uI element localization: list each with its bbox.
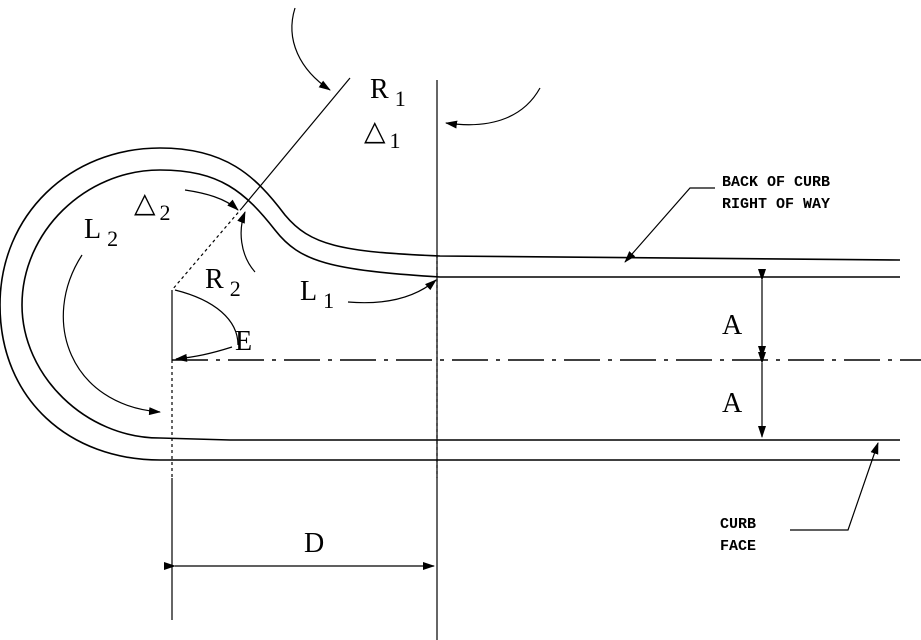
- note-back-of-curb-line2: RIGHT OF WAY: [722, 196, 830, 213]
- curb-face-leader: [790, 442, 879, 531]
- delta1-leader-arrow: [445, 87, 541, 129]
- back-of-curb-line: [0, 147, 901, 461]
- label-delta1: △1: [364, 116, 401, 153]
- curb-face-line: [21, 169, 900, 441]
- label-a-upper: A: [722, 310, 743, 341]
- r2-leader-arrow: [237, 211, 256, 273]
- label-a-lower: A: [722, 388, 743, 419]
- l2-leader-arrow: [62, 254, 161, 416]
- label-d: D: [304, 528, 324, 559]
- label-e: E: [235, 326, 252, 357]
- e-leader-arrow: [175, 346, 233, 362]
- delta2-leader-arrow: [184, 189, 239, 211]
- note-back-of-curb-line1: BACK OF CURB: [722, 174, 830, 191]
- note-curb-face-line2: FACE: [720, 538, 756, 555]
- back-of-curb-leader: [624, 187, 715, 263]
- r1-radial-line: [241, 77, 351, 209]
- r1-leader-arrow: [291, 7, 331, 91]
- e-arc-arrow: [174, 289, 239, 346]
- label-delta2: △2: [134, 188, 171, 225]
- l1-leader-arrow: [347, 279, 437, 304]
- note-curb-face-line1: CURB: [720, 516, 756, 533]
